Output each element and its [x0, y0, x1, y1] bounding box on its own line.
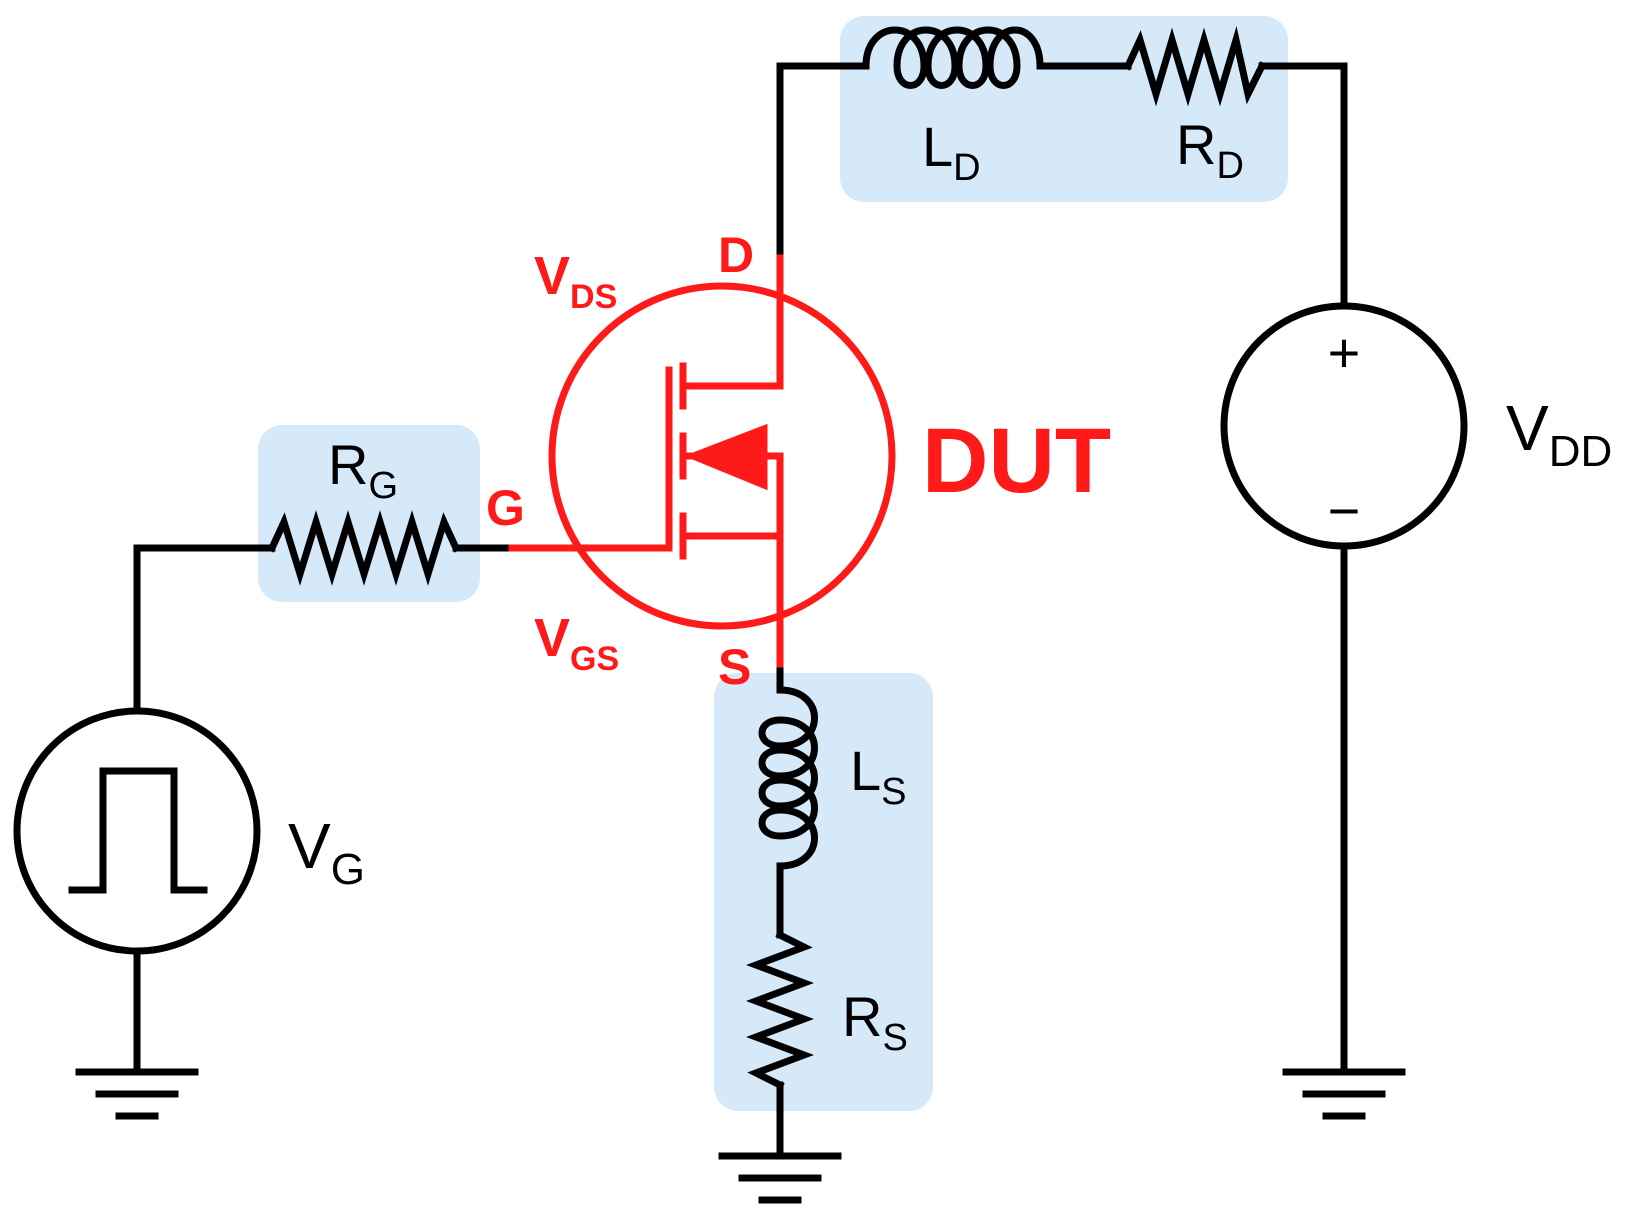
vdd-plus-sign: + [1328, 321, 1361, 384]
dut-title: DUT [922, 410, 1111, 512]
ls-sub: S [881, 771, 906, 813]
ls-main: L [850, 739, 881, 802]
vgs-main: V [534, 608, 570, 668]
ground-source-icon [718, 1152, 842, 1204]
vg-main: V [288, 810, 331, 882]
vg-top-wire [133, 544, 276, 710]
resistor-rs-icon [746, 930, 814, 1090]
drain-wire [776, 62, 870, 262]
mosfet-icon [508, 254, 896, 668]
rd-sub: D [1216, 145, 1243, 187]
ground-vdd-icon [1282, 1068, 1406, 1120]
rd-label: RD [1176, 113, 1244, 187]
vg-source-circle [13, 707, 261, 955]
source-label: S [718, 639, 751, 695]
rs-main: R [842, 985, 882, 1048]
rg-sub: G [368, 465, 398, 507]
gate-resistor-box [258, 425, 480, 602]
vg-sub: G [331, 845, 365, 894]
vg-label: VG [288, 810, 365, 894]
ls-label: LS [850, 739, 907, 813]
inductor-ld-icon [862, 26, 1044, 89]
drain-label: D [718, 227, 754, 283]
square-pulse-icon [68, 767, 208, 894]
rd-main: R [1176, 113, 1216, 176]
resistor-rg-icon [267, 510, 461, 586]
ld-label: LD [922, 115, 981, 189]
vgs-sub: GS [570, 640, 619, 678]
ld-sub: D [953, 147, 980, 189]
ground-vg-icon [75, 1068, 199, 1120]
vds-main: V [534, 246, 570, 306]
vgs-label: VGS [534, 608, 619, 678]
vdd-label: VDD [1506, 392, 1612, 476]
gate-label: G [486, 480, 525, 536]
vdd-top-wire [1258, 62, 1348, 310]
vdd-main: V [1506, 392, 1549, 464]
vds-label: VDS [534, 246, 617, 316]
resistor-rd-icon [1123, 26, 1267, 107]
rs-label: RS [842, 985, 908, 1059]
rg-label: RG [328, 433, 398, 507]
rg-main: R [328, 433, 368, 496]
rs-sub: S [882, 1017, 907, 1059]
vdd-sub: DD [1549, 427, 1613, 476]
inductor-ls-icon [758, 686, 818, 870]
vdd-minus-sign: − [1328, 479, 1361, 542]
vds-sub: DS [570, 278, 617, 316]
ld-main: L [922, 115, 953, 178]
